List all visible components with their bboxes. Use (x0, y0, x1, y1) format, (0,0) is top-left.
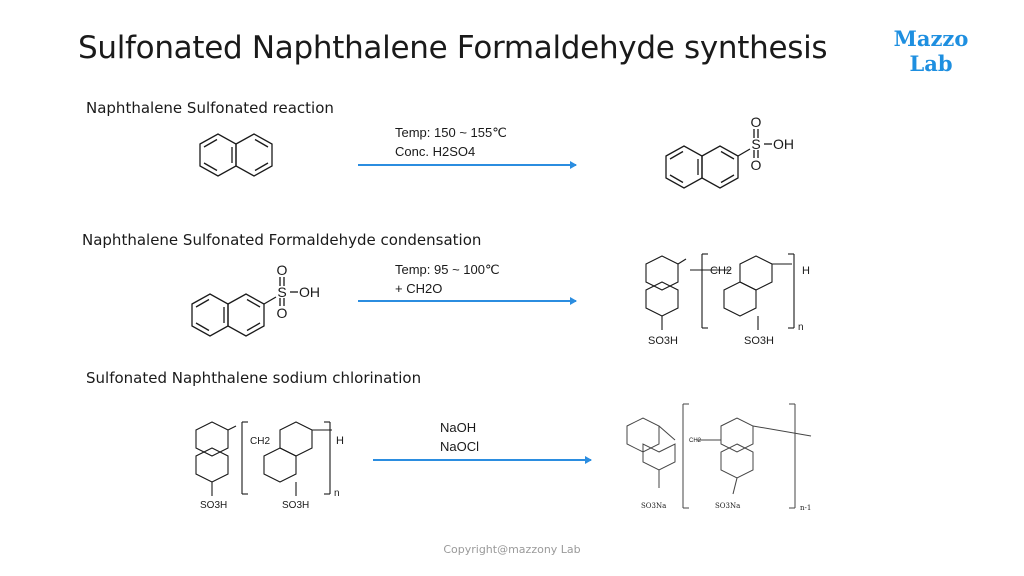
step3-so3h-right-label: SO3H (282, 500, 309, 511)
step3-n-minus-1-subscript: n-1 (800, 504, 811, 512)
step1-o-bottom-label: O (751, 157, 762, 173)
step3-ch2-label: CH2 (250, 436, 270, 447)
step3-reaction-arrow (373, 456, 592, 464)
step1-reaction-arrow (358, 161, 577, 169)
step2-condition-formaldehyde: + CH2O (395, 281, 443, 296)
step1-heading: Naphthalene Sulfonated reaction (86, 99, 334, 117)
step2-reactant-naphthalenesulfonic-acid: O S OH O (191, 262, 320, 337)
slide-title: Sulfonated Naphthalene Formaldehyde synt… (78, 30, 828, 66)
step3-n-subscript: n (334, 488, 340, 499)
step3-so3na-left-label: SO3Na (641, 502, 666, 510)
logo-line-2: Lab (909, 51, 953, 76)
step2-so3h-left-label: SO3H (648, 335, 678, 347)
step2-o-bottom-label: O (277, 305, 288, 321)
step2-h-label: H (802, 265, 810, 277)
step3-heading: Sulfonated Naphthalene sodium chlorinati… (86, 369, 422, 387)
step1-oh-label: OH (773, 136, 794, 152)
step1-s-label: S (751, 136, 760, 152)
step3-condition-naoh: NaOH (440, 420, 477, 435)
step2-ch2-label: CH2 (710, 265, 732, 277)
step2-heading: Naphthalene Sulfonated Formaldehyde cond… (82, 231, 482, 249)
step3-h-label: H (336, 435, 344, 447)
step2-condition-temp: Temp: 95 ~ 100℃ (395, 262, 500, 277)
copyright-footer: Copyright@mazzony Lab (443, 543, 581, 556)
step3-reactant-polymer-structure: CH2 H SO3H SO3H n (195, 421, 344, 511)
step2-s-label: S (277, 284, 286, 300)
step2-product-polymer-structure: CH2 H SO3H SO3H n (645, 253, 810, 347)
step2-o-top-label: O (277, 262, 288, 278)
step2-conditions: Temp: 95 ~ 100℃ + CH2O (395, 260, 500, 298)
step2-so3h-right-label: SO3H (744, 335, 774, 347)
step3-product-ch2-label: CH2 (689, 438, 702, 444)
step3-so3na-right-label: SO3Na (715, 502, 740, 510)
step2-reaction-arrow (358, 297, 577, 305)
step1-product-naphthalenesulfonic-acid: O S OH O (665, 114, 794, 189)
step3-condition-naocl: NaOCl (440, 439, 480, 454)
step3-product-sodium-salt-polymer: CH2 SO3Na SO3Na n-1 (626, 403, 811, 512)
step1-o-top-label: O (751, 114, 762, 130)
step3-so3h-left-label: SO3H (200, 500, 227, 511)
step3-conditions: NaOH NaOCl (440, 418, 479, 456)
mazzo-lab-logo: Mazzo Lab (888, 26, 974, 76)
step1-condition-temp: Temp: 150 ~ 155℃ (395, 125, 507, 140)
step1-naphthalene-structure (199, 133, 273, 177)
step1-conditions: Temp: 150 ~ 155℃ Conc. H2SO4 (395, 123, 507, 161)
logo-line-1: Mazzo (893, 26, 969, 51)
step2-n-subscript: n (798, 322, 804, 333)
step2-oh-label: OH (299, 284, 320, 300)
step1-condition-acid: Conc. H2SO4 (395, 144, 476, 159)
